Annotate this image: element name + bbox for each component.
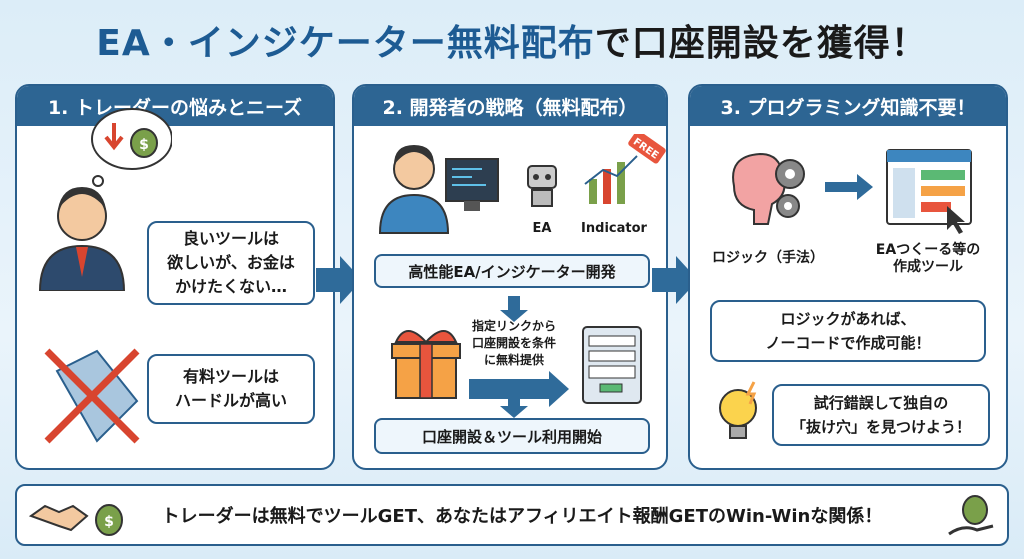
hand-money-icon <box>948 495 994 536</box>
developer-at-computer-icon <box>378 145 499 234</box>
win-win-text: トレーダーは無料でツールGET、あなたはアフィリエイト報酬GETのWin-Win… <box>161 506 883 527</box>
panel-header: 2. 開発者の戦略（無料配布） <box>354 86 666 126</box>
handshake-money-icon: $ <box>28 504 123 536</box>
robot-ea-icon <box>527 165 557 207</box>
step-develop-tools: 高性能EA/インジケーター開発 <box>374 254 650 288</box>
indicator-chart-icon: FREE <box>584 134 666 204</box>
paid-tool-hurdle-bubble: 有料ツールは ハードルが高い <box>147 354 315 424</box>
panel-no-programming: 3. プログラミング知識不要！ ロジック（手法） EAつくーる等の 作成ツール … <box>688 84 1008 470</box>
tool-window-icon <box>886 149 972 234</box>
win-win-banner: $ トレーダーは無料でツールGET、あなたはアフィリエイト報酬GETのWin-W… <box>15 484 1009 546</box>
right-arrow-icon <box>825 174 873 200</box>
brain-gears-icon <box>732 152 805 225</box>
free-condition-text: 指定リンクから 口座開設を条件 に無料提供 <box>471 319 556 367</box>
indicator-label: Indicator <box>581 221 647 236</box>
panel-header: 3. プログラミング知識不要！ <box>690 86 1006 126</box>
signup-form-icon <box>582 326 642 404</box>
panel-developer-strategy: 2. 開発者の戦略（無料配布） EA FREE Indicator 高性能EA/… <box>352 84 668 470</box>
page-title: EA・インジケーター無料配布で口座開設を獲得！ <box>96 23 928 64</box>
trader-wish-bubble: 良いツールは 欲しいが、お金は かけたくない… <box>147 221 315 305</box>
crossed-price-tag-icon <box>44 348 140 444</box>
ea-label: EA <box>532 221 552 236</box>
no-code-bubble: ロジックがあれば、 ノーコードで作成可能！ <box>710 300 986 362</box>
find-loophole-bubble: 試行錯誤して独自の 「抜け穴」を見つけよう！ <box>772 384 990 446</box>
down-arrow-icon <box>500 392 528 418</box>
gift-box-icon <box>391 330 461 399</box>
step-open-account: 口座開設＆ツール利用開始 <box>374 418 650 454</box>
right-arrow-icon <box>469 371 569 407</box>
panel-trader-needs: 1. トレーダーの悩みとニーズ $ 良いツールは 欲しいが、お金は かけたくない… <box>15 84 335 470</box>
creation-tool-label: EAつくーる等の 作成ツール <box>875 242 981 275</box>
svg-text:$: $ <box>139 137 149 153</box>
lightbulb-icon <box>719 381 757 439</box>
worried-trader-icon: $ <box>38 108 172 291</box>
down-arrow-icon <box>500 296 528 322</box>
logic-label: ロジック（手法） <box>712 250 824 266</box>
svg-text:$: $ <box>104 514 114 530</box>
